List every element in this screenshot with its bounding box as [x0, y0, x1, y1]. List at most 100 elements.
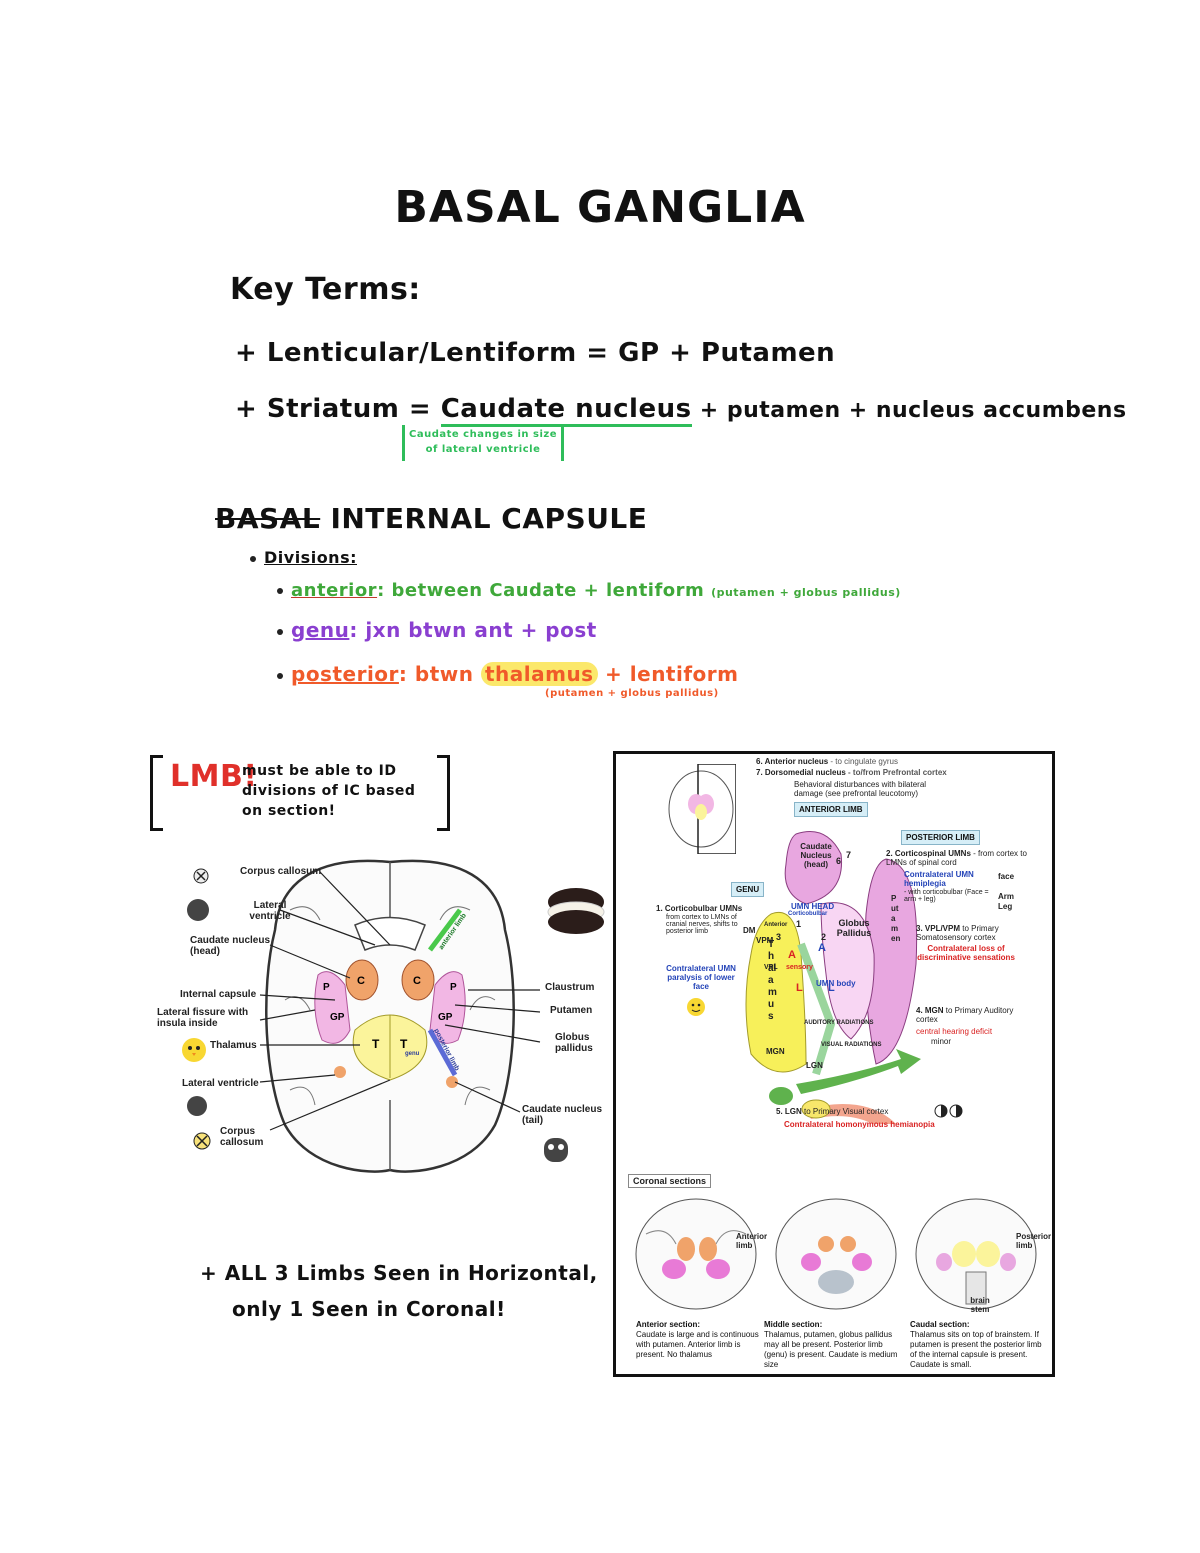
letter-l-red: L	[796, 982, 803, 994]
heading-text: INTERNAL CAPSULE	[320, 502, 648, 535]
letter-a-red: A	[788, 949, 796, 961]
hemiplegia-text: Contralateral UMN hemiplegia	[904, 870, 974, 888]
middle-section: Middle section: Thalamus, putamen, globu…	[764, 1320, 904, 1370]
lmb-text: must be able to ID divisions of IC based…	[242, 763, 416, 819]
coronal-title: Coronal sections	[628, 1174, 712, 1188]
arm-label: Arm	[998, 892, 1015, 901]
label-internal-capsule: Internal capsule	[180, 989, 257, 1000]
behavioral-text: Behavioral disturbances with bilateral d…	[794, 780, 927, 798]
umn-body-label: UMN body	[816, 979, 856, 988]
lmb-label: LMB!	[170, 759, 258, 794]
brain-stem-small: brain stem	[970, 1296, 990, 1314]
lmb-note: LMB! must be able to ID divisions of IC …	[150, 755, 450, 831]
dm-label: DM	[743, 926, 756, 935]
corticobulbar-tail: from cortex to LMNs of cranial nerves, s…	[666, 914, 738, 935]
anterior-limb-small: Anterior limb	[736, 1232, 768, 1250]
caudal-section: Caudal section: Thalamus sits on top of …	[910, 1320, 1050, 1370]
bullet	[277, 672, 283, 679]
central-hearing: central hearing deficit	[916, 1027, 993, 1036]
label-lateral-ventricle-top: Lateral ventricle	[249, 900, 291, 922]
middle-section-title: Middle section:	[764, 1320, 823, 1329]
dorsomedial-text: 7. Dorsomedial nucleus - to/from Prefron…	[756, 768, 947, 777]
striatum-rest: + putamen + nucleus accumbens	[691, 398, 1127, 423]
corticospinal-text: 2. Corticospinal UMNs - from cortex to L…	[886, 849, 1027, 867]
label-globus-pallidus: Globus pallidus	[555, 1032, 593, 1054]
label-thalamus: Thalamus	[210, 1040, 257, 1051]
capsule-diagram	[745, 831, 921, 1124]
posterior-paren: (putamen + globus pallidus)	[545, 688, 719, 699]
lemur-icon	[544, 1138, 568, 1162]
striatum-caudate: Caudate nucleus	[440, 394, 692, 427]
corticobulbar-small: Corticobulbar	[788, 911, 828, 917]
bracket-left	[150, 755, 163, 831]
smiley-icon	[687, 998, 705, 1016]
bird-sketch-icon	[187, 899, 209, 921]
key-terms-heading: Key Terms:	[230, 272, 421, 307]
num-2: 2	[821, 932, 827, 942]
gp-left: GP	[330, 1012, 345, 1023]
label-claustrum: Claustrum	[545, 982, 595, 993]
hemianopia-text: Contralateral homonymous hemianopia	[784, 1120, 935, 1129]
thumbnail-brain	[668, 764, 736, 854]
with-corticobulbar: - with corticobulbar (Face = arm + leg)	[904, 889, 989, 903]
label-corpus-callosum-bottom: Corpus callosum	[220, 1126, 264, 1148]
umn-head-label: UMN HEAD	[791, 902, 835, 911]
label-lateral-fissure: Lateral fissure with insula inside	[157, 1007, 249, 1029]
gp-right: GP	[438, 1012, 453, 1023]
face-label: face	[998, 872, 1015, 881]
thalamus-highlight: thalamus	[480, 662, 598, 686]
label-lateral-ventricle-bottom: Lateral ventricle	[182, 1078, 259, 1089]
putamen-label: Putamen	[891, 894, 901, 943]
division-anterior: anterior: between Caudate + lentiform (p…	[277, 580, 901, 601]
striatum-term: + Striatum = Caudate nucleus + putamen +…	[235, 394, 1127, 427]
division-posterior: posterior: btwn thalamus + lentiform	[277, 662, 739, 686]
bird-sketch-icon-bottom	[187, 1096, 207, 1116]
letter-a-blue: A	[818, 942, 826, 954]
visual-field-icon	[934, 1104, 963, 1118]
label-caudate-tail: Caudate nucleus (tail)	[522, 1104, 603, 1126]
anterior-nucleus-text: 6. Anterior nucleus - to cingulate gyrus	[756, 757, 898, 766]
divisions-label: Divisions:	[250, 548, 357, 567]
cookie-icon	[547, 888, 605, 934]
visual-radiations: VISUAL RADIATIONS	[821, 1042, 882, 1048]
genu-box: GENU	[731, 882, 765, 897]
sensory-label: sensory	[786, 964, 813, 971]
letter-l-blue: L	[828, 982, 835, 994]
caudate-note: Caudate changes in size of lateral ventr…	[402, 425, 564, 461]
internal-capsule-heading: BASAL INTERNAL CAPSULE	[215, 502, 647, 535]
anterior-section: Anterior section: Caudate is large and i…	[636, 1320, 764, 1360]
num-1: 1	[796, 919, 802, 929]
bracket-right	[437, 755, 450, 831]
lgn-text: 5. LGN to Primary Visual cortex	[776, 1107, 889, 1116]
middle-section-text: Thalamus, putamen, globus pallidus may a…	[764, 1330, 898, 1369]
leg-label: Leg	[998, 902, 1013, 911]
globus-label: Globus Pallidus	[836, 918, 872, 938]
caudal-section-text: Thalamus sits on top of brainstem. If pu…	[910, 1330, 1042, 1369]
mgn-text: 4. MGN to Primary Auditory cortex	[916, 1006, 1014, 1024]
horizontal-brain-diagram: C C P P GP GP T T genu anterior limb pos…	[259, 859, 541, 1173]
lgn-small: LGN	[806, 1061, 823, 1070]
c-left: C	[357, 975, 365, 987]
p-right: P	[450, 982, 457, 993]
minor-label: minor	[931, 1037, 952, 1046]
t-left: T	[372, 1037, 380, 1051]
num-3: 3	[776, 932, 782, 942]
bottom-note-line1: + ALL 3 Limbs Seen in Horizontal,	[200, 1261, 598, 1285]
anterior-section-title: Anterior section:	[636, 1320, 701, 1329]
bullet	[277, 628, 283, 635]
page-title: BASAL GANGLIA	[394, 182, 806, 233]
bottom-note: + ALL 3 Limbs Seen in Horizontal, only 1…	[200, 1255, 598, 1327]
anterior-limb-box: ANTERIOR LIMB	[794, 802, 868, 817]
caudate-label: Caudate Nucleus (head)	[800, 842, 832, 869]
anterior-section-text: Caudate is large and is continuous with …	[636, 1330, 759, 1359]
chick-icon	[182, 1038, 206, 1062]
mgn-small: MGN	[766, 1047, 785, 1056]
bottom-note-line2: only 1 Seen in Coronal!	[232, 1297, 506, 1321]
division-genu: genu: jxn btwn ant + post	[277, 618, 597, 642]
c-right: C	[413, 975, 421, 987]
num-6: 6	[836, 856, 842, 866]
discriminative-text: Contralateral loss of discriminative sen…	[917, 944, 1015, 962]
bullet	[250, 555, 256, 562]
anterior-small: Anterior	[764, 922, 788, 928]
auditory-radiations: AUDITORY RADIATIONS	[804, 1020, 874, 1026]
